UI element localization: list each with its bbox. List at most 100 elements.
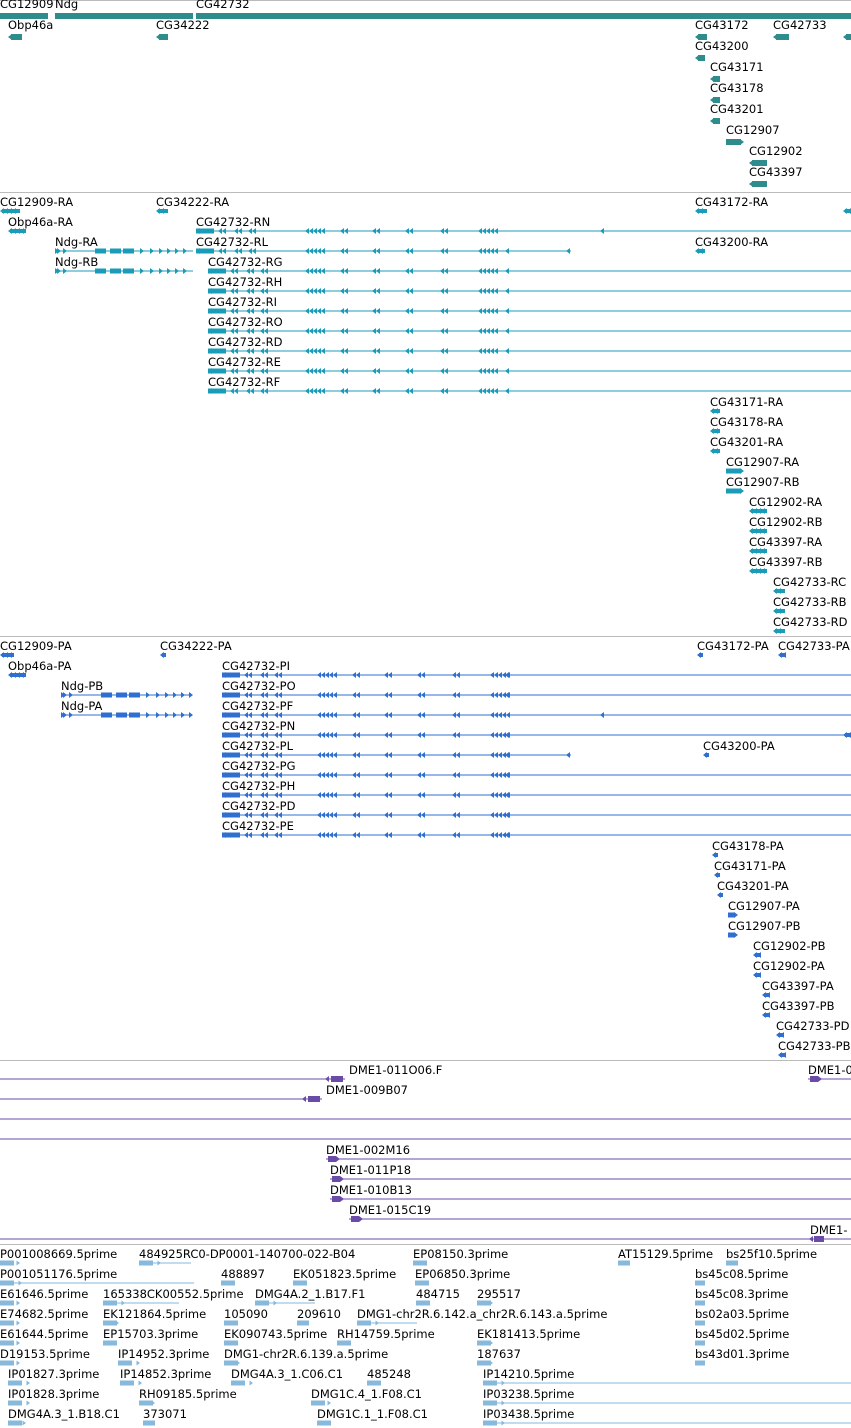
est-feature[interactable]: P001008669.5prime — [0, 1247, 117, 1266]
est-feature[interactable]: bs45c08.5prime — [695, 1267, 788, 1286]
protein-feature[interactable]: CG43171-PA — [714, 859, 786, 878]
gene-feature[interactable]: CG12902 — [749, 144, 803, 166]
transcript-feature[interactable]: CG42732-RG — [208, 255, 851, 274]
protein-feature[interactable]: CG12902-PA — [753, 959, 825, 978]
gene-feature[interactable]: CG43201 — [710, 102, 764, 124]
gene-feature[interactable]: Ndg — [55, 0, 193, 19]
protein-feature[interactable]: CG42732-PH — [222, 779, 851, 798]
transcript-feature[interactable]: CG42732-RD — [208, 335, 851, 354]
est-feature[interactable]: IP14952.3prime — [118, 1347, 209, 1366]
est-feature[interactable]: EK181413.5prime — [477, 1327, 580, 1346]
est-feature[interactable]: E61646.5prime — [0, 1287, 88, 1306]
est-feature[interactable]: 209610 — [297, 1307, 341, 1326]
gene-feature[interactable]: CG42733 — [773, 18, 827, 40]
protein-feature[interactable]: CG42732-PE — [222, 819, 851, 838]
gene-feature[interactable]: CG12907 — [726, 123, 780, 145]
est-feature[interactable]: DMG1-chr2R.6.139.a.5prime — [224, 1347, 388, 1366]
transcript-feature[interactable]: CG43171-RA — [710, 395, 783, 414]
transcript-feature[interactable]: CG12907-RB — [726, 475, 800, 494]
est-feature[interactable]: DMG1-chr2R.6.142.a_chr2R.6.143.a.5prime — [357, 1307, 607, 1326]
gene-feature[interactable]: CG43397 — [749, 165, 803, 187]
est-feature[interactable]: 485248 — [367, 1367, 411, 1386]
est-feature[interactable]: IP14210.5prime — [483, 1367, 851, 1386]
protein-feature[interactable]: CG43397-PA — [762, 979, 834, 998]
clone-feature[interactable]: DME1-011P18 — [330, 1163, 851, 1182]
transcript-feature[interactable]: CG42732-RO — [208, 315, 851, 334]
protein-feature[interactable]: CG34222-PA — [160, 639, 232, 658]
protein-feature[interactable]: CG42733-PD — [776, 1019, 850, 1038]
est-feature[interactable]: bs02a03.5prime — [695, 1307, 789, 1326]
transcript-feature[interactable]: CG12909-RA — [0, 195, 73, 214]
protein-feature[interactable] — [843, 732, 851, 738]
transcript-feature[interactable]: Ndg-RB — [55, 255, 193, 274]
protein-feature[interactable]: Ndg-PB — [61, 679, 193, 698]
protein-feature[interactable]: CG42732-PL — [222, 739, 571, 758]
est-feature[interactable]: IP01828.3prime — [8, 1387, 99, 1406]
est-feature[interactable]: bs45c08.3prime — [695, 1287, 788, 1306]
protein-feature[interactable]: CG43201-PA — [717, 879, 789, 898]
protein-feature[interactable]: Ndg-PA — [61, 699, 193, 718]
est-feature[interactable]: EP08150.3prime — [413, 1247, 508, 1266]
protein-feature[interactable]: CG43200-PA — [703, 739, 775, 758]
transcript-feature[interactable]: CG12902-RA — [749, 495, 822, 514]
est-feature[interactable]: 187637 — [477, 1347, 521, 1366]
gene-feature[interactable]: CG42732 — [196, 0, 851, 19]
protein-feature[interactable]: CG42732-PI — [222, 659, 851, 678]
transcript-feature[interactable]: CG12907-RA — [726, 455, 799, 474]
est-feature[interactable]: 373071 — [143, 1407, 187, 1426]
clone-feature[interactable]: DME1-002M16 — [326, 1143, 851, 1162]
transcript-feature[interactable]: CG43397-RB — [749, 555, 823, 574]
protein-feature[interactable]: CG42732-PD — [222, 799, 851, 818]
protein-feature[interactable]: CG43172-PA — [697, 639, 769, 658]
gene-feature[interactable]: CG34222 — [156, 18, 210, 40]
transcript-feature[interactable]: CG42733-RB — [773, 595, 847, 614]
transcript-feature[interactable]: Obp46a-RA — [8, 215, 73, 234]
transcript-feature[interactable]: CG42732-RF — [208, 375, 851, 394]
gene-feature[interactable]: CG43172 — [695, 18, 749, 40]
protein-feature[interactable]: Obp46a-PA — [8, 659, 72, 678]
transcript-feature[interactable]: CG43201-RA — [710, 435, 783, 454]
est-feature[interactable]: bs43d01.3prime — [695, 1347, 789, 1366]
clone-feature[interactable]: DME1-0 — [808, 1063, 851, 1082]
protein-feature[interactable]: CG42732-PN — [222, 719, 851, 738]
est-feature[interactable]: DMG1C.1_1.F08.C1 — [317, 1407, 428, 1426]
transcript-feature[interactable]: CG42733-RC — [773, 575, 846, 594]
protein-feature[interactable]: CG12902-PB — [753, 939, 826, 958]
est-feature[interactable]: 105090 — [224, 1307, 268, 1326]
protein-feature[interactable]: CG12907-PA — [728, 899, 800, 918]
est-feature[interactable]: EK090743.5prime — [224, 1327, 327, 1346]
protein-feature[interactable]: CG43397-PB — [762, 999, 835, 1018]
clone-feature[interactable]: DME1-010B13 — [330, 1183, 851, 1202]
est-feature[interactable]: DMG4A.2_1.B17.F1 — [255, 1287, 365, 1306]
transcript-feature[interactable]: CG42732-RI — [208, 295, 851, 314]
est-feature[interactable]: DMG1C.4_1.F08.C1 — [311, 1387, 422, 1406]
gene-feature[interactable] — [843, 34, 851, 40]
transcript-feature[interactable]: CG42732-RH — [208, 275, 851, 294]
gene-feature[interactable]: Obp46a — [8, 18, 53, 40]
transcript-feature[interactable]: CG42732-RE — [208, 355, 851, 374]
est-feature[interactable]: 484925RC0-DP0001-140700-022-B04 — [139, 1247, 355, 1266]
est-feature[interactable]: IP01827.3prime — [8, 1367, 99, 1386]
transcript-feature[interactable]: CG43200-RA — [695, 235, 768, 254]
est-feature[interactable]: bs25f10.5prime — [726, 1247, 817, 1266]
gene-feature[interactable]: CG43171 — [710, 60, 764, 82]
transcript-feature[interactable]: CG42732-RL — [196, 235, 571, 254]
gene-feature[interactable]: CG43178 — [710, 81, 764, 103]
transcript-feature[interactable]: CG12902-RB — [749, 515, 823, 534]
transcript-feature[interactable]: Ndg-RA — [55, 235, 193, 254]
est-feature[interactable]: IP14852.3prime — [120, 1367, 211, 1386]
clone-feature[interactable]: DME1-011O06.F — [0, 1063, 442, 1082]
transcript-feature[interactable]: CG42732-RN — [196, 215, 851, 234]
protein-feature[interactable]: CG42733-PB — [778, 1039, 851, 1058]
protein-feature[interactable]: CG42732-PF — [222, 699, 851, 718]
clone-feature[interactable]: DME1-015C19 — [349, 1203, 851, 1222]
est-feature[interactable]: EK051823.5prime — [293, 1267, 396, 1286]
protein-feature[interactable]: CG42732-PG — [222, 759, 851, 778]
est-feature[interactable]: EP06850.3prime — [415, 1267, 510, 1286]
protein-feature[interactable]: CG12907-PB — [728, 919, 801, 938]
protein-feature[interactable]: CG42733-PA — [778, 639, 850, 658]
clone-feature[interactable]: DME1- — [0, 1223, 851, 1242]
est-feature[interactable]: bs45d02.5prime — [695, 1327, 789, 1346]
est-feature[interactable]: EP15703.3prime — [103, 1327, 198, 1346]
est-feature[interactable]: D19153.5prime — [0, 1347, 90, 1366]
